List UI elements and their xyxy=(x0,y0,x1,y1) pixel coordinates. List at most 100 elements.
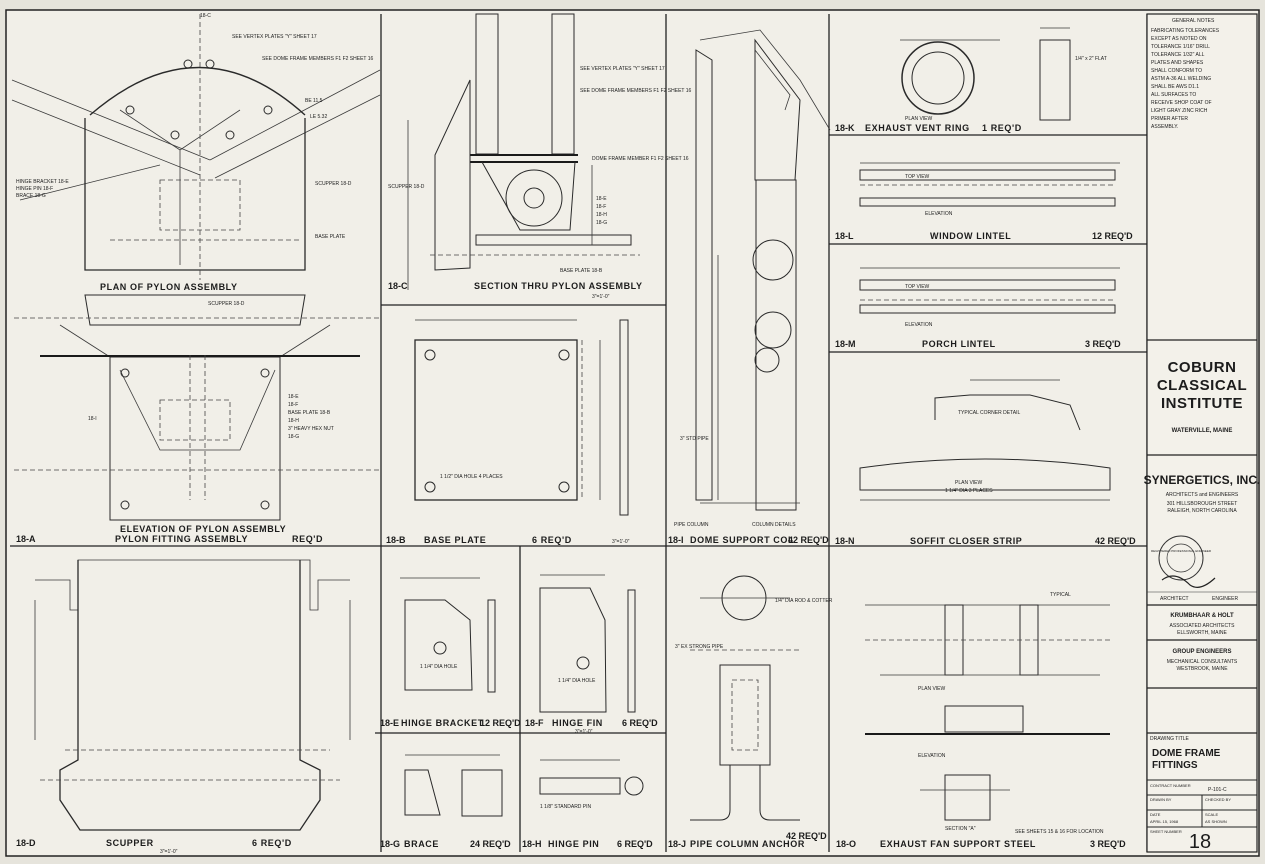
project-line-2: CLASSICAL xyxy=(1157,377,1247,394)
fan-note: SEE SHEETS 15 & 16 FOR LOCATION xyxy=(1015,829,1104,835)
sec-note-3: DOME FRAME MEMBER F1 F2 SHEET 16 xyxy=(592,156,689,162)
porch-lintel-req: 3 REQ'D xyxy=(1085,339,1121,349)
detail-num-18n: 18-N xyxy=(835,536,855,546)
detail-18e-drawing xyxy=(400,577,496,693)
firm-name: SYNERGETICS, INC. xyxy=(1144,473,1261,487)
fan-plan-label: PLAN VIEW xyxy=(918,686,946,692)
detail-num-18h: 18-H xyxy=(522,839,542,849)
dome-support-req: 42 REQ'D xyxy=(788,535,829,545)
checked-label: CHECKED BY xyxy=(1205,797,1231,802)
firm-addr-1: 301 HILLSBOROUGH STREET xyxy=(1167,501,1238,507)
detail-num-18i: 18-I xyxy=(668,535,684,545)
plan-note-2: SEE DOME FRAME MEMBERS F1 F2 SHEET 16 xyxy=(262,56,374,62)
hinge-bracket-title: HINGE BRACKET xyxy=(401,718,484,728)
engineer-label: ENGINEER xyxy=(1212,596,1239,602)
hinge-fin-note: 1 1/4" DIA HOLE xyxy=(558,678,596,684)
detail-18n-drawing xyxy=(859,379,1111,501)
general-notes-title: GENERAL NOTES xyxy=(1172,18,1215,24)
window-lintel-title: WINDOW LINTEL xyxy=(930,231,1011,241)
elev-note-6: 3" HEAVY HEX NUT xyxy=(288,426,334,432)
plan-pylon-title: PLAN OF PYLON ASSEMBLY xyxy=(100,282,238,292)
assoc-loc: ELLSWORTH, MAINE xyxy=(1177,630,1227,636)
date-label: DATE xyxy=(1150,812,1161,817)
elev-note-2: 18-E xyxy=(288,394,299,400)
fan-typical: TYPICAL xyxy=(1050,592,1071,598)
assoc-firm: KRUMBHAAR & HOLT xyxy=(1170,613,1234,619)
general-note-line: EXCEPT AS NOTED ON xyxy=(1151,36,1207,42)
detail-18b-drawing xyxy=(414,319,629,516)
elev-note-4: BASE PLATE 18-B xyxy=(288,410,331,416)
general-note-line: PLATES AND SHAPES xyxy=(1151,60,1204,66)
detail-18o-drawing xyxy=(865,604,1110,821)
detail-num-18k: 18-K xyxy=(835,123,855,133)
fan-section-label: SECTION "A" xyxy=(945,826,976,832)
dome-note-1: PIPE COLUMN xyxy=(674,522,709,528)
scupper-req: 6 REQ'D xyxy=(252,838,292,848)
general-note-line: LIGHT GRAY ZINC RICH xyxy=(1151,108,1208,114)
elev-note-1: SCUPPER 18-D xyxy=(208,301,245,307)
detail-num-18j: 18-J xyxy=(668,839,686,849)
general-note-line: PRIMER AFTER xyxy=(1151,116,1188,122)
base-plate-req: 6 REQ'D xyxy=(532,535,572,545)
base-plate-note: 1 1/2" DIA HOLE 4 PLACES xyxy=(440,474,503,480)
vent-plan-label: PLAN VIEW xyxy=(905,116,933,122)
vent-ring-req: 1 REQ'D xyxy=(982,123,1022,133)
detail-18c-drawing xyxy=(407,13,640,290)
detail-num-18c: 18-C xyxy=(388,281,408,291)
brace-req: 24 REQ'D xyxy=(470,839,511,849)
pylon-fitting-req: REQ'D xyxy=(292,534,323,544)
fan-steel-title: EXHAUST FAN SUPPORT STEEL xyxy=(880,839,1036,849)
anchor-note-2: 3" EX STRONG PIPE xyxy=(675,644,724,650)
sheet-label: SHEET NUMBER xyxy=(1150,829,1182,834)
sec-note-1: SEE VERTEX PLATES "Y" SHEET 17 xyxy=(580,66,665,72)
vent-ring-title: EXHAUST VENT RING xyxy=(865,123,970,133)
general-note-line: ASTM A-36 ALL WELDING xyxy=(1151,76,1211,82)
drawn-label: DRAWN BY xyxy=(1150,797,1172,802)
pylon-fitting-title: PYLON FITTING ASSEMBLY xyxy=(115,534,248,544)
project-line-1: COBURN xyxy=(1168,359,1237,376)
porch-lintel-title: PORCH LINTEL xyxy=(922,339,996,349)
title-block xyxy=(1146,13,1258,853)
detail-18i-drawing xyxy=(695,29,831,511)
base-plate-title: BASE PLATE xyxy=(424,535,486,545)
detail-num-18a: 18-A xyxy=(16,534,36,544)
soffit-plan-label: PLAN VIEW xyxy=(955,480,983,486)
elev-note-3: 18-F xyxy=(288,402,298,408)
dome-note-2: COLUMN DETAILS xyxy=(752,522,796,528)
fan-steel-req: 3 REQ'D xyxy=(1090,839,1126,849)
detail-num-18b: 18-B xyxy=(386,535,406,545)
scale-label: SCALE xyxy=(1205,812,1218,817)
callout-top: 18-C xyxy=(200,13,211,19)
pipe-anchor-req: 42 REQ'D xyxy=(786,831,827,841)
sec-note-6: 18-F xyxy=(596,204,606,210)
plan-note-1: SEE VERTEX PLATES "Y" SHEET 17 xyxy=(232,34,317,40)
general-note-line: SHALL BE AWS D1.1 xyxy=(1151,84,1199,90)
porch-top-label: TOP VIEW xyxy=(905,284,930,290)
detail-18f-drawing xyxy=(539,574,636,713)
detail-18a-drawing: BE 11.5 LE 5.32 xyxy=(11,14,381,521)
hinge-fin-title: HINGE FIN xyxy=(552,718,603,728)
plan-note-4: BASE PLATE xyxy=(315,234,346,240)
sheet-border xyxy=(5,9,1260,857)
architect-label: ARCHITECT xyxy=(1160,596,1189,602)
general-note-line: ALL SURFACES TO xyxy=(1151,92,1196,98)
general-note-line: TOLERANCE 1/32" ALL xyxy=(1151,52,1205,58)
section-pylon-title: SECTION THRU PYLON ASSEMBLY xyxy=(474,281,643,291)
pipe-anchor-title: PIPE COLUMN ANCHOR xyxy=(690,839,805,849)
elev-note-8: 18-I xyxy=(88,416,97,422)
general-note-line: SHALL CONFORM TO xyxy=(1151,68,1202,74)
stamp-label: REGISTERED PROFESSIONAL ENGINEER xyxy=(1151,549,1212,553)
detail-num-18f: 18-F xyxy=(525,718,544,728)
detail-num-18o: 18-O xyxy=(836,839,856,849)
hinge-bracket-req: 12 REQ'D xyxy=(480,718,521,728)
plan-note-3: SCUPPER 18-D xyxy=(315,181,352,187)
plan-note-7: BRACE 18-G xyxy=(16,193,46,199)
soffit-req: 42 REQ'D xyxy=(1095,536,1136,546)
detail-18l-drawing xyxy=(859,162,1120,207)
general-note-line: RECEIVE SHOP COAT OF xyxy=(1151,100,1212,106)
soffit-title: SOFFIT CLOSER STRIP xyxy=(910,536,1022,546)
sec-note-7: 18-H xyxy=(596,212,607,218)
detail-18h-drawing xyxy=(539,759,644,796)
